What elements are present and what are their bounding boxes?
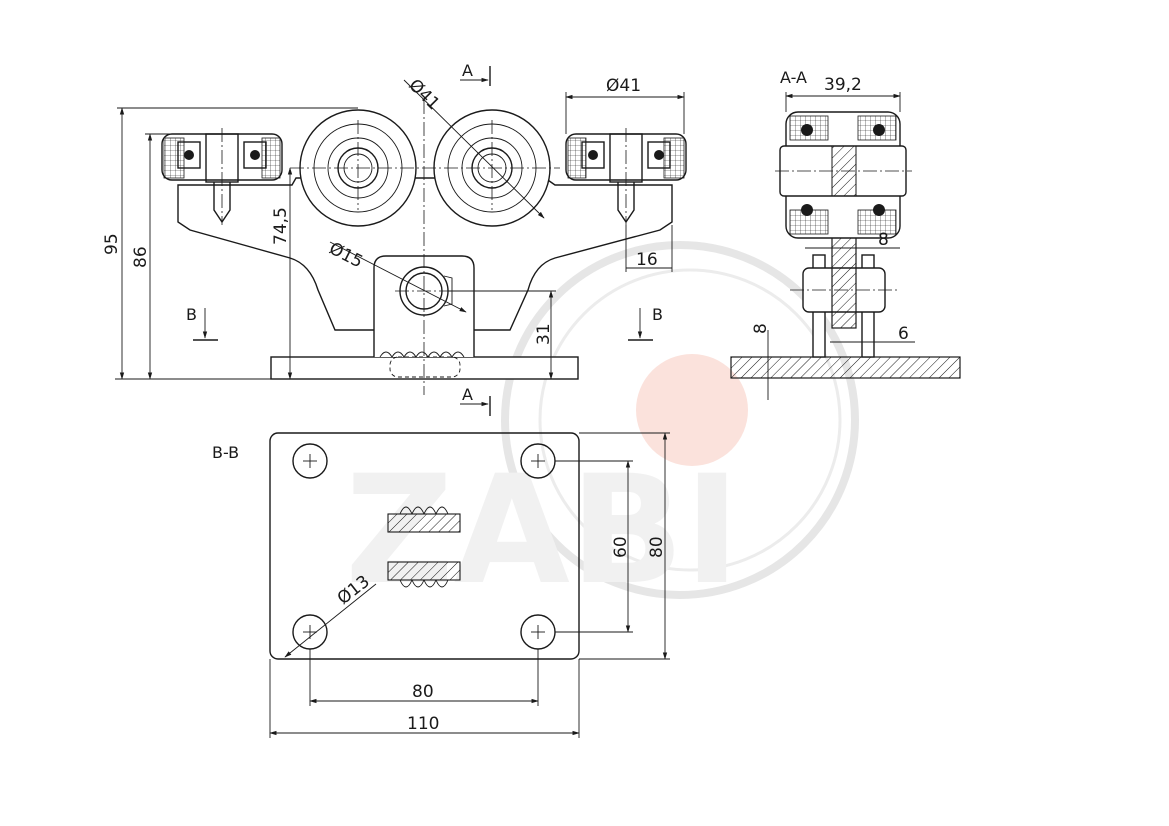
front-body — [177, 177, 673, 331]
base-weld-bar-bottom — [387, 561, 461, 581]
base-hole-bottom-right — [520, 614, 556, 650]
base-plate — [269, 432, 580, 660]
base-hole-bottom-left — [292, 614, 328, 650]
front-weld — [379, 351, 465, 358]
dim-74-5: 74,5 — [271, 207, 291, 245]
front-base-plate — [270, 356, 579, 380]
dim-dia41-wheel-line — [403, 79, 545, 219]
section-b-right: B — [652, 305, 663, 324]
section-b-left: B — [186, 305, 197, 324]
section-a-a-label: A-A — [780, 68, 807, 87]
section-b-b-label: B-B — [212, 443, 239, 462]
dim-8-top: 8 — [878, 230, 889, 250]
dim-dia15-line — [329, 241, 467, 313]
dim-110: 110 — [407, 714, 439, 734]
section-a-bottom: A — [462, 385, 473, 404]
base-hole-top-left — [292, 443, 328, 479]
dim-dia13-line — [284, 583, 377, 658]
dim-86: 86 — [131, 246, 151, 268]
dim-60: 60 — [611, 536, 631, 558]
side-view: A-A 39,2 8 8 6 — [730, 68, 961, 400]
dim-6: 6 — [898, 324, 909, 344]
section-a-top: A — [462, 61, 473, 80]
watermark-ring-inner — [538, 268, 842, 572]
dim-95: 95 — [102, 233, 122, 255]
base-view: B-B 60 80 — [212, 432, 670, 738]
watermark-ring — [501, 241, 859, 599]
dim-dia41-top: Ø41 — [606, 76, 641, 96]
front-view: 95 86 74,5 31 16 Ø41 Ø41 Ø15 A A — [102, 61, 687, 416]
dim-80-bottom: 80 — [412, 682, 434, 702]
dim-16: 16 — [636, 250, 658, 270]
base-weld-bar-top — [387, 513, 461, 533]
dim-dia41-wheel: Ø41 — [404, 75, 443, 114]
dim-8-left: 8 — [751, 323, 771, 334]
dim-31: 31 — [534, 323, 554, 345]
dim-80-right: 80 — [647, 536, 667, 558]
dim-39-2: 39,2 — [824, 75, 862, 95]
side-ground — [730, 356, 961, 379]
